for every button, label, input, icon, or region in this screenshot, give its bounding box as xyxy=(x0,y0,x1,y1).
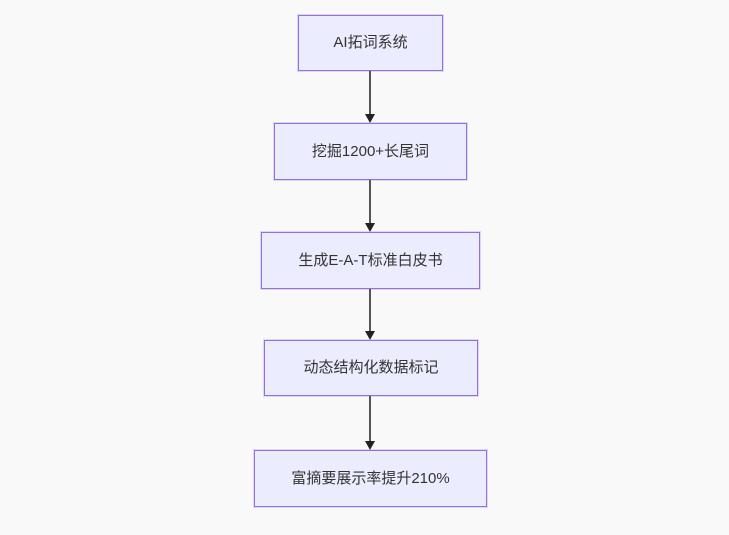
arrow-head-down-icon xyxy=(365,114,375,123)
flow-node-longtail-mining: 挖掘1200+长尾词 xyxy=(274,123,467,180)
arrow-line xyxy=(369,71,371,115)
arrow-line xyxy=(369,396,371,442)
arrow-line xyxy=(369,289,371,332)
flow-arrow xyxy=(364,289,376,340)
flow-node-structured-data-markup: 动态结构化数据标记 xyxy=(264,340,478,396)
flow-node-ai-keyword-system: AI拓词系统 xyxy=(298,15,443,71)
flow-arrow xyxy=(364,71,376,123)
flow-node-label: 生成E-A-T标准白皮书 xyxy=(298,251,443,269)
arrow-head-down-icon xyxy=(365,331,375,340)
arrow-head-down-icon xyxy=(365,441,375,450)
arrow-line xyxy=(369,180,371,224)
flow-node-eat-whitepaper: 生成E-A-T标准白皮书 xyxy=(261,232,480,289)
flow-node-label: 动态结构化数据标记 xyxy=(303,359,439,376)
flow-node-label: 挖掘1200+长尾词 xyxy=(311,142,430,160)
flow-node-rich-snippet-result: 富摘要展示率提升210% xyxy=(254,450,487,507)
flow-node-label: 富摘要展示率提升210% xyxy=(291,469,450,487)
flow-node-label: AI拓词系统 xyxy=(333,34,408,51)
arrow-head-down-icon xyxy=(365,223,375,232)
flow-arrow xyxy=(364,180,376,232)
flow-arrow xyxy=(364,396,376,450)
